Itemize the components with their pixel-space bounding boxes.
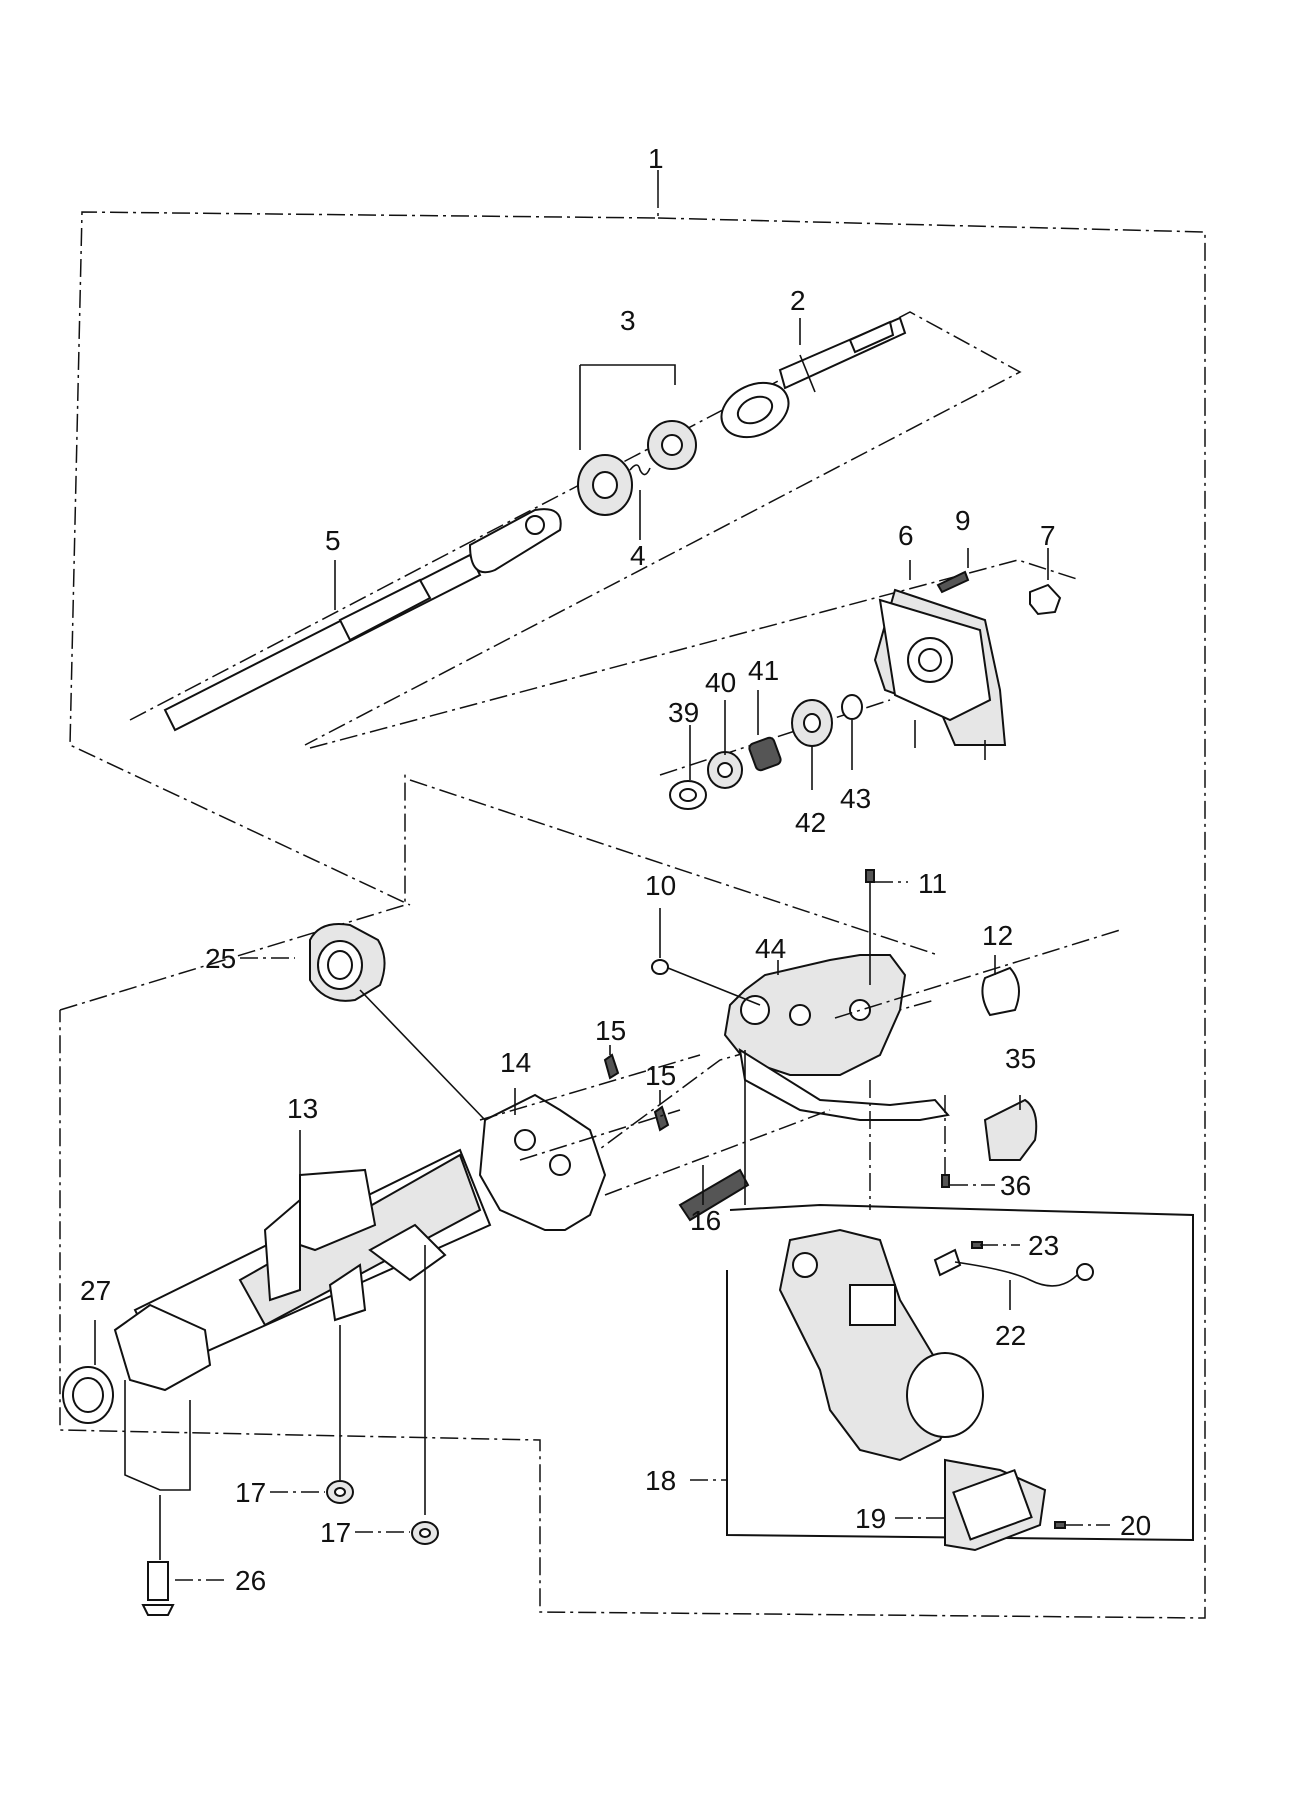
callout-10: 10 <box>645 870 676 901</box>
column-tube-group <box>113 1053 831 1392</box>
callout-13: 13 <box>287 1093 318 1124</box>
lock-mechanism-group <box>409 779 1121 1181</box>
bushing-25 <box>309 923 486 1121</box>
switch-module-group <box>726 1050 1194 1552</box>
callout-17b: 17 <box>320 1517 351 1548</box>
callout-4: 4 <box>630 540 646 571</box>
callout-11: 11 <box>918 868 947 899</box>
callout-18: 18 <box>645 1465 676 1496</box>
callout-7: 7 <box>1040 520 1056 551</box>
callout-27: 27 <box>80 1275 111 1306</box>
callout-43: 43 <box>840 783 871 814</box>
callout-9: 9 <box>955 505 971 536</box>
callout-5: 5 <box>325 525 341 556</box>
callout-20: 20 <box>1120 1510 1151 1541</box>
small-parts-group <box>659 694 891 810</box>
callout-41: 41 <box>748 655 779 686</box>
upper-shaft-group <box>129 311 1022 746</box>
callout-labels: 1 2 3 4 5 6 9 7 39 40 41 42 43 10 11 44 … <box>80 143 1151 1596</box>
cover-35 <box>869 1080 1038 1210</box>
callout-12: 12 <box>982 920 1013 951</box>
callout-1: 1 <box>648 143 664 174</box>
callout-16: 16 <box>690 1205 721 1236</box>
callout-40: 40 <box>705 667 736 698</box>
callout-26: 26 <box>235 1565 266 1596</box>
callout-22: 22 <box>995 1320 1026 1351</box>
callout-42: 42 <box>795 807 826 838</box>
callout-3: 3 <box>620 305 636 336</box>
callout-19: 19 <box>855 1503 886 1534</box>
callout-23: 23 <box>1028 1230 1059 1261</box>
callout-35: 35 <box>1005 1043 1036 1074</box>
callout-6: 6 <box>898 520 914 551</box>
callout-14: 14 <box>500 1047 531 1078</box>
callout-44: 44 <box>755 933 786 964</box>
callout-25: 25 <box>205 943 236 974</box>
fasteners-group <box>62 1245 439 1616</box>
housing-group <box>309 559 1081 760</box>
callout-17a: 17 <box>235 1477 266 1508</box>
callout-36: 36 <box>1000 1170 1031 1201</box>
leader-lines <box>94 170 1110 1581</box>
callout-39: 39 <box>668 697 699 728</box>
assembly-boundary <box>59 190 1206 1619</box>
callout-15b: 15 <box>645 1060 676 1091</box>
callout-2: 2 <box>790 285 806 316</box>
callout-15a: 15 <box>595 1015 626 1046</box>
